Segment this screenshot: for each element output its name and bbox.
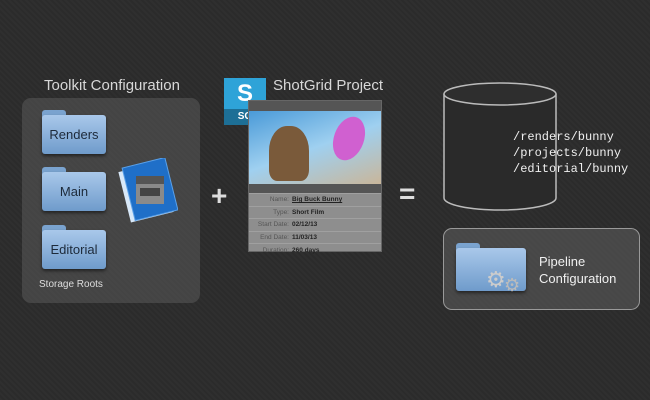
field-value[interactable]: Big Buck Bunny bbox=[292, 196, 343, 204]
folder-label: Editorial bbox=[42, 230, 106, 269]
field-row: Name:Big Buck Bunny bbox=[249, 193, 381, 206]
equals-operator: = bbox=[399, 178, 416, 209]
blueprint-box-icon bbox=[118, 158, 178, 223]
folder-label: Renders bbox=[42, 115, 106, 154]
folder-editorial: Editorial bbox=[42, 225, 106, 269]
storage-roots-caption: Storage Roots bbox=[39, 279, 103, 290]
config-folder-icon: ⚙ ⚙ bbox=[456, 243, 526, 295]
path: /renders/bunny bbox=[513, 130, 614, 144]
field-value: 260 days bbox=[292, 246, 320, 254]
field-row: Type:Short Film bbox=[249, 205, 381, 219]
path: /projects/bunny bbox=[513, 146, 622, 160]
toolkit-panel: Renders Main Editorial Storage Roots bbox=[22, 98, 200, 303]
folder-label: Main bbox=[42, 172, 106, 211]
pipeline-label: Pipeline bbox=[539, 254, 586, 269]
field-row: Duration:260 days bbox=[249, 243, 381, 256]
folder-main: Main bbox=[42, 167, 106, 211]
folder-renders: Renders bbox=[42, 110, 106, 154]
field-label: Type: bbox=[273, 208, 289, 216]
field-row: End Date:11/03/13 bbox=[249, 230, 381, 244]
field-label: Duration: bbox=[262, 246, 289, 254]
pipeline-configuration-box: ⚙ ⚙ Pipeline Configuration bbox=[443, 228, 640, 310]
field-row: Start Date:02/12/13 bbox=[249, 218, 381, 231]
field-value: Short Film bbox=[292, 208, 325, 216]
storage-cylinder-icon bbox=[443, 82, 557, 211]
configuration-label: Configuration bbox=[539, 271, 617, 286]
plus-operator: + bbox=[211, 180, 228, 211]
shotgrid-title: ShotGrid Project bbox=[273, 77, 384, 94]
field-value: 02/12/13 bbox=[292, 221, 318, 229]
storage-paths: /renders/bunny /projects/bunny /editoria… bbox=[513, 129, 628, 177]
field-label: Start Date: bbox=[257, 221, 289, 229]
path: /editorial/bunny bbox=[513, 162, 629, 176]
gear-icon: ⚙ bbox=[504, 275, 521, 295]
toolkit-title: Toolkit Configuration bbox=[44, 77, 180, 94]
field-label: End Date: bbox=[260, 234, 289, 242]
field-value: 11/03/13 bbox=[292, 234, 317, 242]
project-thumbnail bbox=[249, 111, 381, 184]
field-label: Name: bbox=[269, 196, 289, 204]
gears-icon: ⚙ bbox=[486, 267, 506, 292]
